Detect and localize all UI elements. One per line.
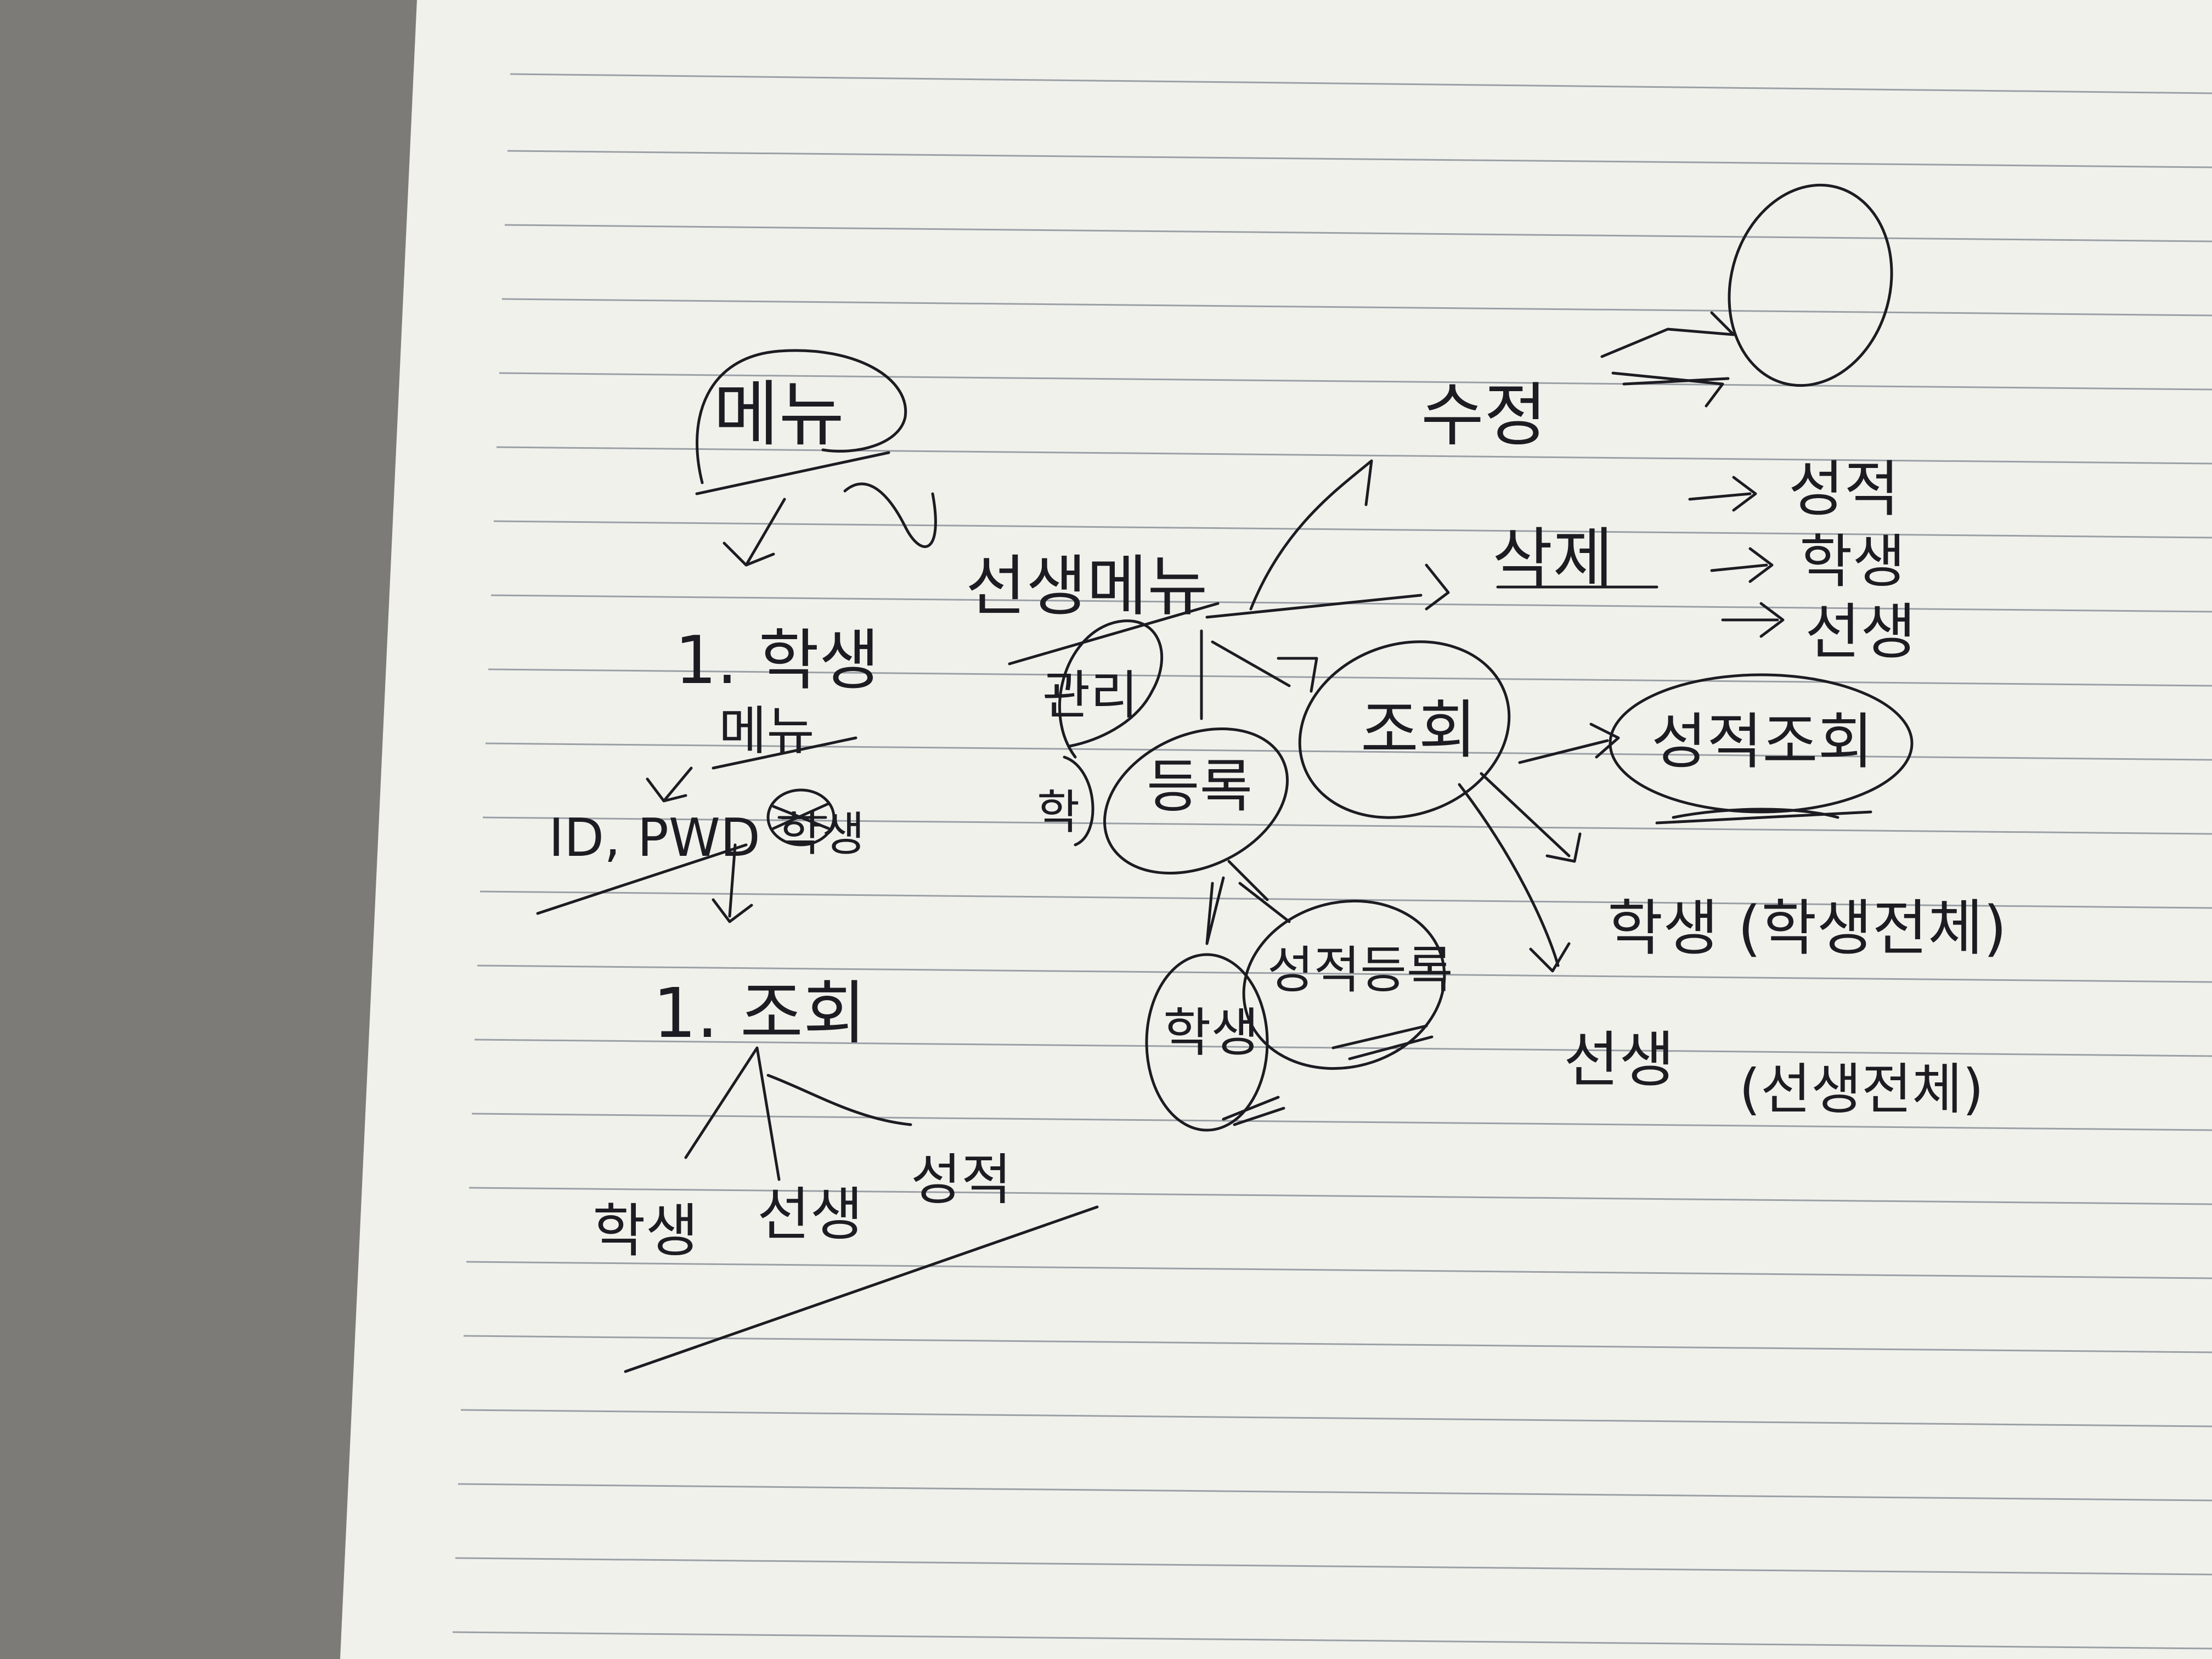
blank-circle: [1728, 183, 1893, 387]
arrows-delete-targets: [1688, 476, 1785, 638]
branch-strike: [624, 1205, 1099, 1373]
arrow-submenu-to-id: [646, 766, 693, 803]
arrow-to-grade-lookup: [1518, 723, 1620, 764]
lookup-branch-lines: [684, 1046, 912, 1181]
arrow-menu-to-student: [723, 498, 786, 567]
register-label: 등록: [1147, 753, 1252, 820]
paper-sheet: [340, 0, 2212, 1659]
lookup-item: 1. 조회: [653, 974, 866, 1053]
teacher-lookup-label: 선생: [1564, 1025, 1674, 1095]
right-flow: 수정 삭제 성적 학생 선생 조회 성적조회 학생 (학생전체) 선생 (선생전…: [1298, 183, 2007, 1121]
grade-lookup-label: 성적조회: [1651, 707, 1874, 777]
circled-note-bubble: [1058, 619, 1164, 759]
grade-register-bubble: [1242, 899, 1446, 1070]
squiggle-mark: [843, 482, 937, 548]
scribble-blot: [766, 788, 836, 847]
menu-underline: [695, 451, 890, 495]
teacher-menu-label: 선생메뉴: [966, 549, 1208, 625]
register-bubble: [1103, 727, 1289, 875]
branch-grade: 성적: [911, 1148, 1012, 1212]
side-note-bracket: [1063, 755, 1094, 847]
arrow-to-teacher-lookup: [1458, 783, 1571, 973]
side-note: 학: [1037, 786, 1080, 840]
student-lookup-label: 학생 (학생전체): [1607, 893, 2007, 963]
id-pwd-strike: [536, 843, 748, 915]
ruled-lines: [452, 73, 2212, 1650]
branch-student: 학생: [592, 1198, 698, 1265]
arrow-to-lookup: [1200, 629, 1318, 720]
student-item: 1. 학생: [675, 623, 879, 699]
edit-label: 수정: [1421, 376, 1547, 455]
arrow-to-lookup: [712, 843, 753, 923]
arrow-to-delete: [1205, 563, 1450, 619]
grade-register-label: 성적등록: [1267, 941, 1453, 1000]
student-bubble-label: 학생: [1163, 1003, 1259, 1063]
id-pwd-label: ID, PWD: [549, 808, 760, 868]
student-bubble-tail: [1222, 1096, 1285, 1126]
delete-target-teacher: 선생: [1805, 597, 1916, 667]
sub-menu-label: 메뉴: [719, 701, 815, 761]
register-branch-lines: [1205, 860, 1291, 945]
arrows-to-blank-circle: [1600, 311, 1735, 408]
grade-lookup-underline: [1655, 808, 1872, 825]
scribbled-label: 학생: [779, 808, 865, 862]
lookup-bubble: [1298, 640, 1511, 819]
arrow-to-edit: [1249, 459, 1373, 611]
teacher-menu-underline: [1008, 602, 1220, 665]
sub-menu-strike: [712, 736, 857, 770]
delete-target-student: 학생: [1799, 528, 1905, 595]
delete-target-grade: 성적: [1788, 454, 1899, 524]
delete-label: 삭제: [1492, 521, 1613, 597]
circled-note: 관리: [1042, 665, 1138, 726]
menu-label: 메뉴: [713, 373, 844, 456]
student-bubble: [1145, 953, 1269, 1132]
left-flow: 메뉴 1. 학생 메뉴 ID, PWD 학생 1. 조회 학생 선생 성적: [536, 349, 1099, 1373]
teacher-lookup-note: (선생전체): [1739, 1057, 1984, 1121]
branch-teacher: 선생: [757, 1181, 863, 1248]
grade-register-tail: [1331, 1024, 1434, 1060]
arrow-to-student-lookup: [1480, 772, 1582, 863]
grade-lookup-bubble: [1609, 673, 1914, 814]
lookup-label: 조회: [1361, 693, 1477, 767]
menu-bubble: [696, 349, 907, 484]
teacher-flow: 선생메뉴 관리 학 등록 학생 성적등록: [966, 459, 1453, 1132]
